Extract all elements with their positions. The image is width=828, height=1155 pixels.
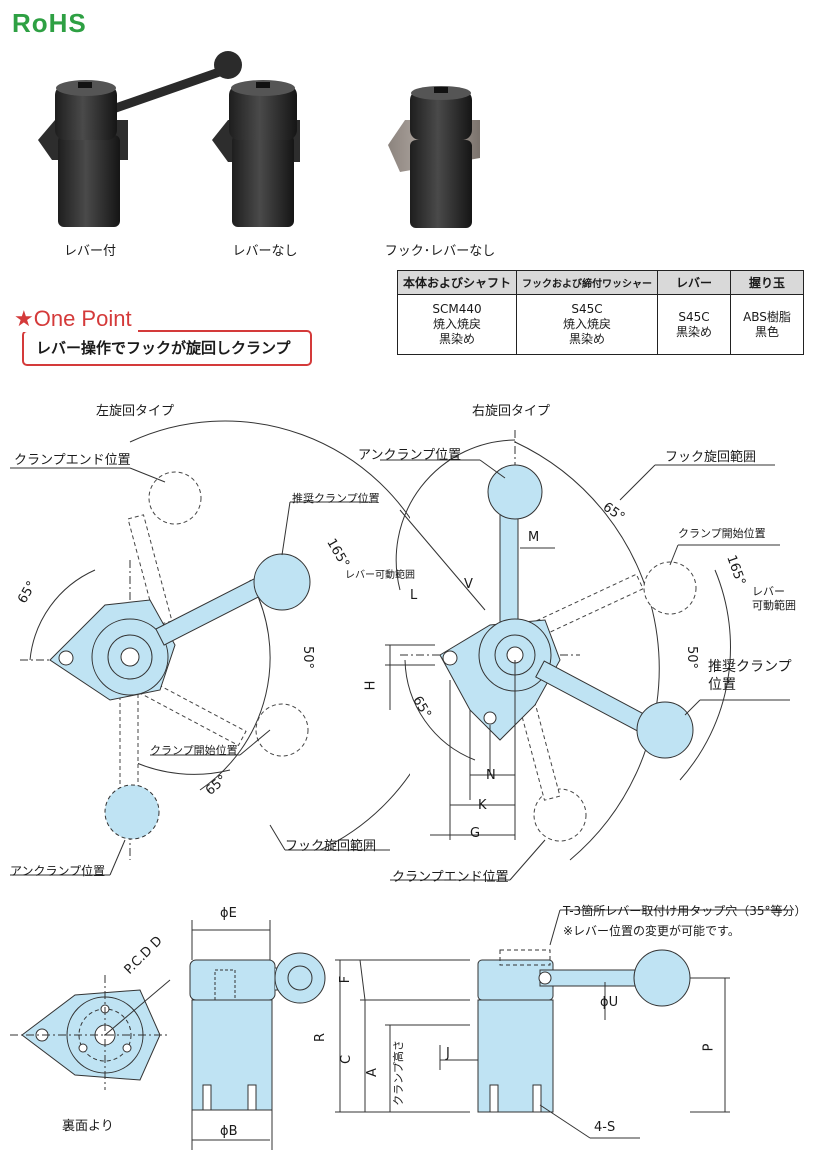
star-icon: ★ xyxy=(14,306,34,331)
rohs-logo: RoHS xyxy=(12,8,87,38)
product-photos xyxy=(38,51,480,228)
dim-J: J xyxy=(446,1046,450,1061)
right-diagram-title: 右旋回タイプ xyxy=(472,404,551,419)
right-unclamp-label: アンクランプ位置 xyxy=(358,448,462,463)
left-unclamp-label: アンクランプ位置 xyxy=(10,864,106,878)
dim-L: L xyxy=(410,588,418,603)
product-no-lever-photo xyxy=(212,80,300,227)
right-clamp-start-label: クランプ開始位置 xyxy=(678,527,766,540)
product-caption-3: フック･レバーなし xyxy=(384,244,496,259)
product-no-hook-no-lever-photo xyxy=(388,86,480,228)
left-recommended-label: 推奨クランプ位置 xyxy=(292,492,380,505)
right-rotation-diagram xyxy=(380,430,790,881)
dim-B: ϕB xyxy=(220,1124,238,1139)
dim-V: V xyxy=(464,577,473,592)
left-lever-range-label: レバー可動範囲 xyxy=(345,570,415,581)
lever-note: ※レバー位置の変更が可能です。 xyxy=(563,924,740,938)
one-point-text: レバー操作でフックが旋回しクランプ xyxy=(36,339,291,357)
left-diagram-title: 左旋回タイプ xyxy=(96,404,175,419)
right-hook-range-label: フック旋回範囲 xyxy=(665,450,757,465)
table-cell: ABS樹脂黒色 xyxy=(730,294,805,355)
back-view-drawing xyxy=(10,975,171,1090)
one-point-box xyxy=(22,330,312,366)
table-header: フックおよび締付ワッシャー xyxy=(516,270,659,295)
table-header-row: 本体およびシャフト フックおよび締付ワッシャー レバー 握り玉 xyxy=(396,270,805,295)
dim-S: 4-S xyxy=(594,1120,616,1135)
dim-H: H xyxy=(363,680,379,691)
table-header: レバー xyxy=(657,270,732,295)
dim-M: M xyxy=(528,530,540,545)
dim-R: R xyxy=(313,1032,329,1043)
dim-C: C xyxy=(339,1054,355,1065)
left-hook-range-label: フック旋回範囲 xyxy=(285,839,377,854)
left-angle-50: 50° xyxy=(300,645,316,670)
product-caption-1: レバー付 xyxy=(63,244,116,259)
tap-note: T-3箇所レバー取付け用タップ穴（35°等分） xyxy=(563,904,807,918)
back-view-caption: 裏面より xyxy=(62,1119,114,1134)
right-recommended-label: 推奨クランプ 位置 xyxy=(708,659,792,693)
one-point-title-text: One Point xyxy=(33,306,132,331)
clamp-height-label: クランプ高さ xyxy=(391,1040,405,1106)
dim-E: ϕE xyxy=(220,906,237,921)
front-view-drawing xyxy=(335,909,790,1139)
dim-U: ϕU xyxy=(600,995,619,1010)
product-with-lever-photo xyxy=(38,51,242,227)
one-point-title: ★One Point xyxy=(14,306,138,332)
right-angle-50: 50° xyxy=(684,645,700,670)
dim-K: K xyxy=(478,798,487,813)
right-lever-range-label: レバー 可動範囲 xyxy=(752,585,796,612)
table-header: 握り玉 xyxy=(730,270,805,295)
left-clamp-start-label: クランプ開始位置 xyxy=(150,744,238,757)
bottom-diagrams xyxy=(10,909,790,1150)
side-view-drawing xyxy=(189,920,326,1150)
table-header: 本体およびシャフト xyxy=(396,270,518,295)
right-clamp-end-label: クランプエンド位置 xyxy=(392,870,509,885)
dim-F: F xyxy=(338,975,354,984)
product-caption-2: レバーなし xyxy=(232,244,298,259)
dim-N: N xyxy=(486,768,496,783)
left-rotation-diagram xyxy=(10,420,410,876)
dim-A: A xyxy=(364,1068,380,1077)
dim-G: G xyxy=(470,826,481,841)
dim-P: P xyxy=(701,1043,717,1052)
left-clamp-end-label: クランプエンド位置 xyxy=(14,453,131,468)
